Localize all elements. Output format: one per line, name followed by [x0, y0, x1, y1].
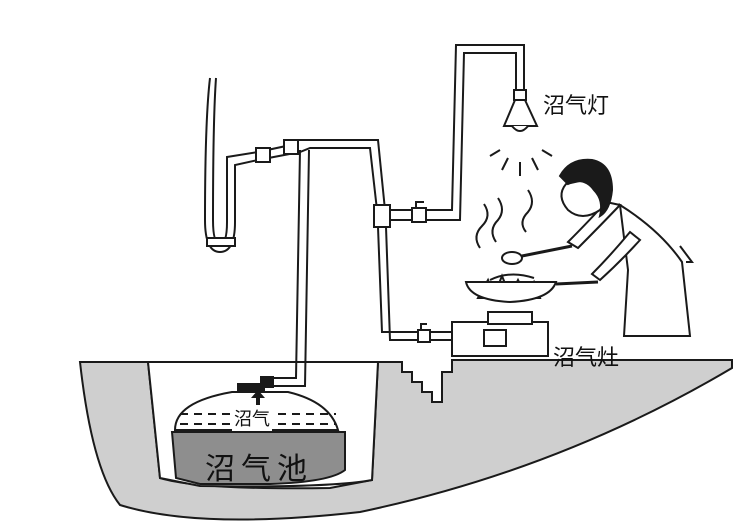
wok-icon	[464, 281, 558, 304]
ground	[78, 359, 733, 521]
label-biogas-gas: 沼气	[232, 405, 272, 431]
stove-supply-pipe	[377, 226, 418, 341]
cook-figure	[558, 158, 694, 337]
valve-lamp	[411, 201, 427, 223]
label-biogas-stove: 沼气灶	[553, 346, 620, 371]
label-biogas-lamp: 沼气灯	[543, 94, 610, 119]
lamp-rays	[489, 149, 553, 176]
valve-stove	[417, 323, 431, 343]
arrow-up-icon	[251, 390, 265, 406]
top-pipe	[257, 139, 386, 211]
slurry	[170, 431, 346, 485]
steam	[475, 189, 533, 249]
main-pipe	[268, 149, 310, 387]
t-junction	[373, 204, 391, 228]
u-trap	[203, 77, 259, 254]
lamp-supply-pipe	[390, 209, 412, 221]
outlet-fitting	[237, 383, 265, 393]
lamp-icon	[502, 99, 539, 127]
label-biogas-tank: 沼气池	[205, 452, 313, 487]
